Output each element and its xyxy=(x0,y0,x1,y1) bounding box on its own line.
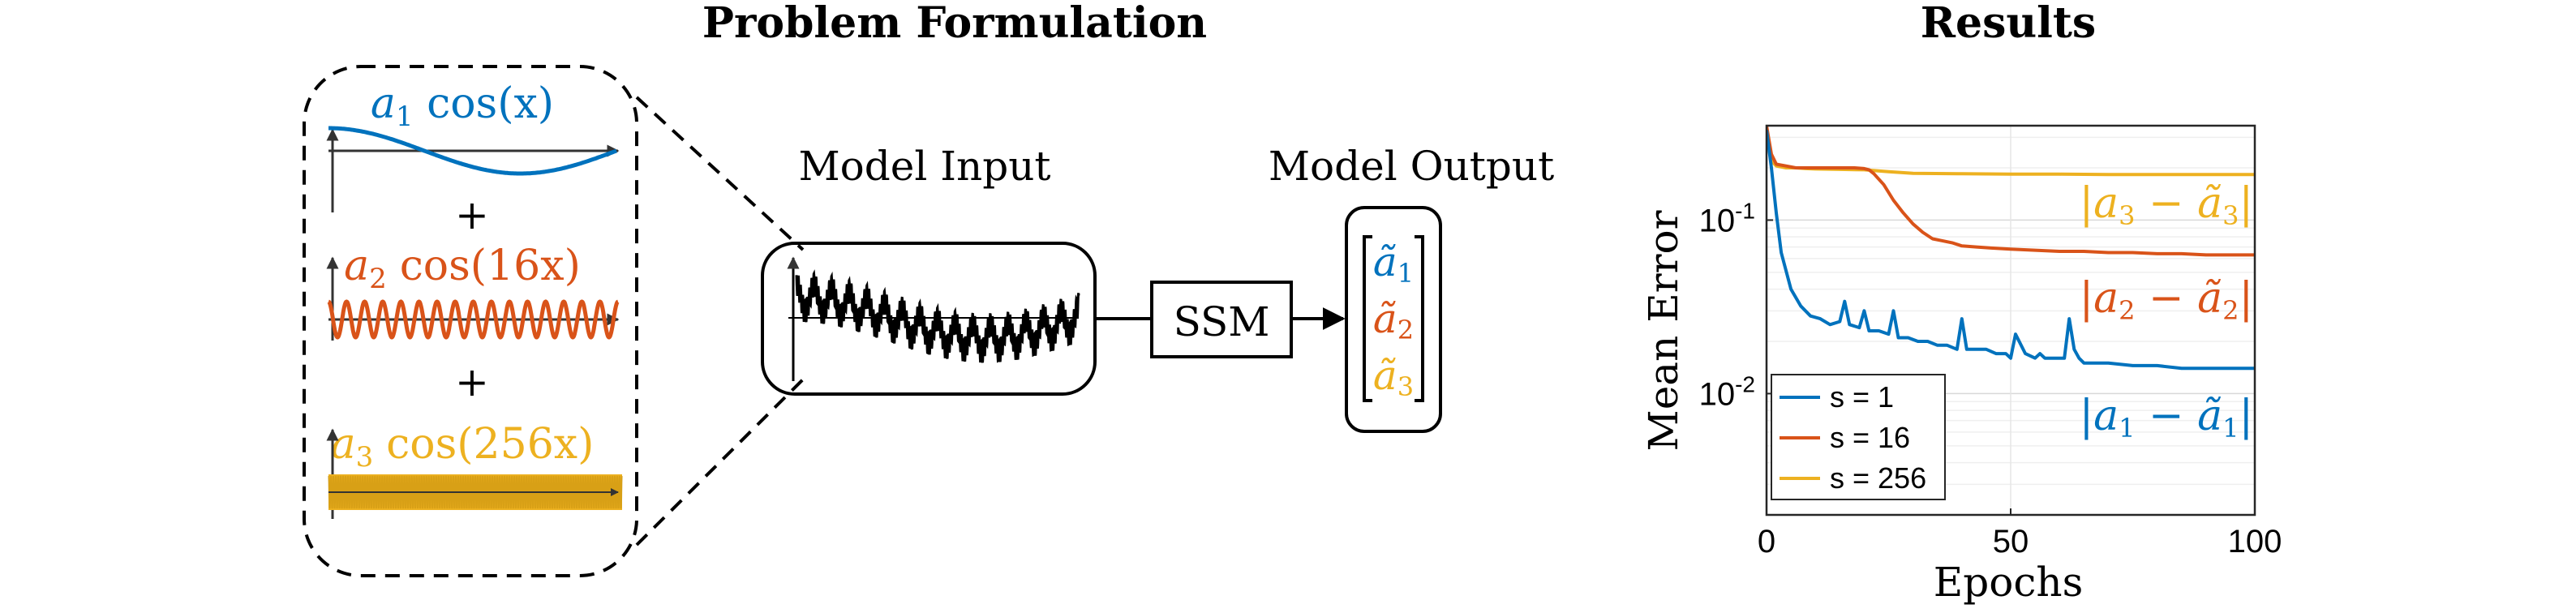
plus-sign-2: + xyxy=(455,358,489,405)
annotation-a1: |a1 − ã1| xyxy=(2080,392,2253,444)
series-line-s256 xyxy=(1767,127,2255,177)
component-3-label: a3 cos(256x) xyxy=(331,420,595,474)
y-axis-label: Mean Error xyxy=(1640,210,1687,451)
y-tick-label: 10-1 xyxy=(1699,198,1755,238)
annotation-a3: |a3 − ã3| xyxy=(2080,179,2253,231)
model-input-signal xyxy=(795,269,1080,363)
y-tick-label: 10-2 xyxy=(1699,371,1755,412)
left-panel-title: Problem Formulation xyxy=(702,0,1207,48)
output-a3: ã3 xyxy=(1373,352,1414,402)
model-output-box xyxy=(1345,206,1442,433)
model-output-label: Model Output xyxy=(1269,143,1554,190)
y-ticks: 10-1 10-2 xyxy=(1699,198,1773,412)
output-bracket-left xyxy=(1363,235,1372,402)
x-tick-label: 0 xyxy=(1758,524,1775,559)
x-axis-label: Epochs xyxy=(1934,559,2083,606)
x-tick-label: 100 xyxy=(2228,524,2282,559)
right-panel-title: Results xyxy=(1921,0,2096,48)
series-line-s1 xyxy=(1767,130,2255,371)
output-bracket-right xyxy=(1415,235,1424,402)
component-3-wave-texture xyxy=(328,475,623,509)
x-tick-label: 50 xyxy=(1993,524,2029,559)
output-a1: ã1 xyxy=(1373,238,1414,289)
output-a2: ã2 xyxy=(1373,295,1414,345)
model-input-label: Model Input xyxy=(798,143,1050,190)
component-2-wave xyxy=(327,299,620,340)
component-1-wave xyxy=(328,126,617,176)
components-dashed-box xyxy=(303,65,638,577)
legend-label-s256: s = 256 xyxy=(1830,461,1926,495)
zoom-line-top xyxy=(635,96,805,251)
plus-sign-1: + xyxy=(455,191,489,238)
legend-label-s1: s = 1 xyxy=(1830,380,1894,414)
component-2-label: a2 cos(16x) xyxy=(344,242,581,295)
series-line-s16 xyxy=(1767,126,2255,257)
results-chart: 0 50 100 10-1 10-2 Epochs Mean Error |a3 − … xyxy=(1640,124,2282,606)
component-1-label: a1 cos(x) xyxy=(371,79,554,133)
annotation-a2: |a2 − ã2| xyxy=(2080,274,2253,326)
zoom-line-bottom xyxy=(635,378,805,547)
x-ticks: 0 50 100 xyxy=(1758,508,2282,559)
ssm-label: SSM xyxy=(1174,298,1270,345)
legend: s = 1 s = 16 s = 256 xyxy=(1771,374,1946,500)
legend-label-s16: s = 16 xyxy=(1830,421,1910,454)
series-group xyxy=(1767,126,2255,371)
